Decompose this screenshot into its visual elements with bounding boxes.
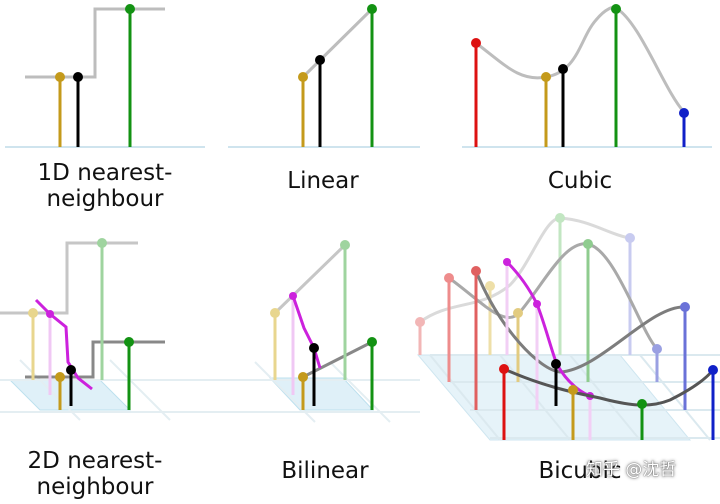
surface-point [289, 292, 297, 300]
sample-point [513, 308, 523, 318]
cubic-curve [475, 5, 686, 114]
label-cubic: Cubic [500, 168, 660, 194]
label-line: neighbour [46, 186, 164, 212]
label-linear: Linear [238, 168, 408, 194]
sample-point [625, 233, 635, 243]
sample-point-green [611, 4, 621, 14]
label-line: 2D nearest- [27, 448, 163, 474]
surface-point [533, 300, 541, 308]
panel-linear [228, 4, 420, 148]
sample-point-back-gold [270, 308, 280, 318]
sample-point-front-gold [55, 372, 65, 382]
grid-line [109, 359, 171, 421]
sample-point-front-green [367, 337, 377, 347]
surface-path [291, 295, 322, 369]
surface-point [46, 310, 54, 318]
sample-point-red [499, 364, 509, 374]
surface-path [505, 260, 591, 398]
linear-curve-back [273, 243, 347, 315]
sample-point [680, 302, 690, 312]
sample-point-front-green [124, 337, 134, 347]
cubic-curve-front [503, 367, 715, 407]
sample-point-blue [708, 365, 718, 375]
panel-nearest-2d [0, 238, 205, 421]
sample-point-green [637, 399, 647, 409]
grid-floor [268, 377, 375, 411]
label-line: Linear [287, 168, 359, 194]
step-curve [25, 7, 165, 79]
sample-point [444, 273, 454, 283]
sample-point [485, 281, 495, 291]
sample-point-left [298, 72, 308, 82]
sample-point-right [367, 4, 377, 14]
surface-point [503, 258, 511, 266]
step-curve-back [0, 241, 138, 315]
cubic-curve-back [419, 216, 631, 324]
grid-line [499, 354, 571, 441]
grid-line [254, 361, 316, 423]
sample-point-gold [568, 385, 578, 395]
sample-point-back-green [97, 238, 107, 248]
sample-point-blue [679, 108, 689, 118]
interpolated-point [551, 359, 561, 369]
sample-point [471, 266, 481, 276]
interpolated-point [315, 55, 325, 65]
label-line: 1D nearest- [37, 160, 173, 186]
label-line: Cubic [547, 168, 613, 194]
interpolated-point [309, 343, 319, 353]
grid-line [329, 361, 391, 423]
label-line: Bicubic [538, 458, 622, 484]
sample-point [555, 213, 565, 223]
panel-bicubic [415, 213, 720, 441]
panel-nearest-1d [5, 4, 205, 148]
panel-bilinear [200, 240, 420, 423]
sample-point-red [471, 38, 481, 48]
grid-line [429, 354, 501, 441]
label-line: Bilinear [281, 458, 369, 484]
sample-point-back-green [340, 240, 350, 250]
label-line: neighbour [36, 474, 154, 500]
label-bicubic: Bicubic [510, 458, 650, 484]
panel-cubic [462, 4, 712, 148]
sample-point-left [55, 72, 65, 82]
linear-curve [301, 7, 374, 79]
label-nearest-1d: 1D nearest- neighbour [10, 160, 200, 212]
grid-line [569, 354, 641, 441]
label-bilinear: Bilinear [255, 458, 395, 484]
sample-point [583, 239, 593, 249]
sample-point-right [125, 4, 135, 14]
sample-point [652, 344, 662, 354]
sample-point-gold [541, 72, 551, 82]
sample-point [415, 317, 425, 327]
interpolated-point [66, 365, 76, 375]
interpolated-point [558, 64, 568, 74]
sample-point-front-gold [298, 372, 308, 382]
sample-point-back-gold [28, 308, 38, 318]
label-nearest-2d: 2D nearest- neighbour [0, 448, 190, 500]
cubic-curve-row2 [448, 242, 659, 350]
interpolated-point [73, 72, 83, 82]
watermark: 知乎 @沈哲 [586, 460, 677, 480]
step-curve-front [25, 340, 165, 379]
